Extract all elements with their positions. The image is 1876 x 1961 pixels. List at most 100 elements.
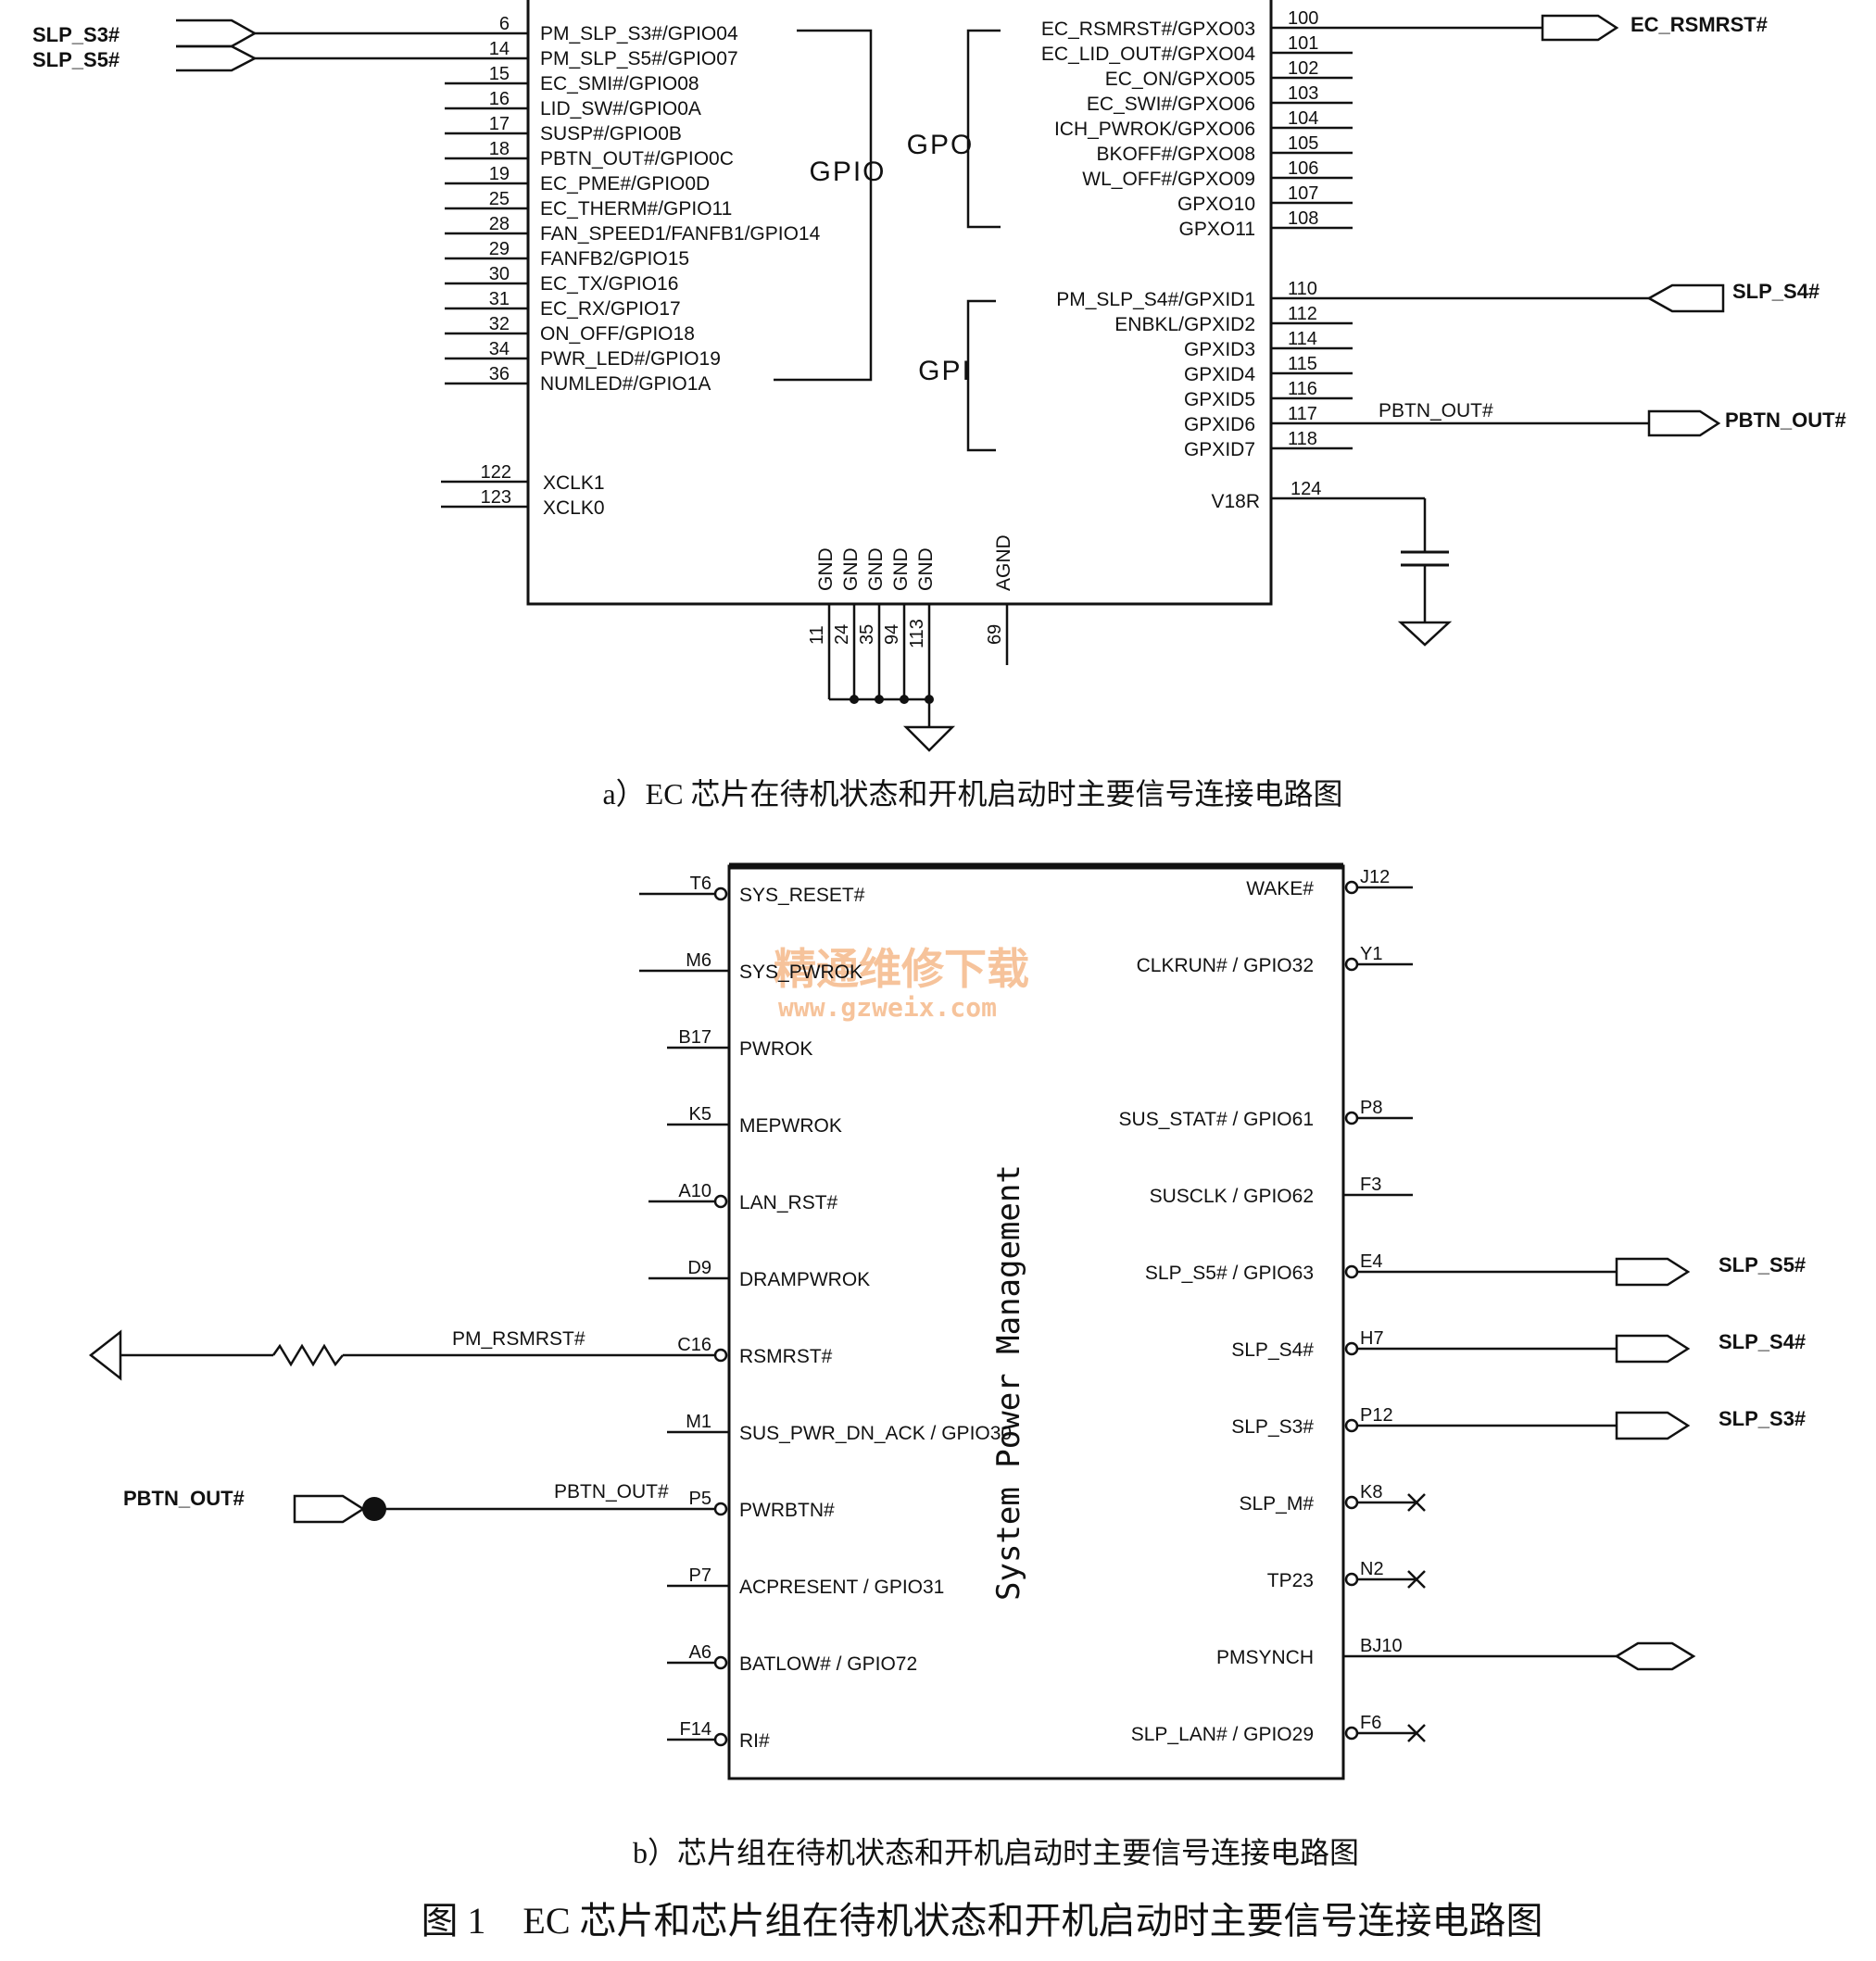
ball-number: P5 bbox=[689, 1489, 711, 1509]
pin-name: GPXO10 bbox=[1177, 194, 1255, 215]
pin-name: NUMLED#/GPIO1A bbox=[540, 373, 711, 395]
ball-number: K8 bbox=[1360, 1482, 1382, 1502]
no-connect-mark bbox=[1407, 1570, 1426, 1589]
net-label: PBTN_OUT# bbox=[554, 1481, 669, 1502]
active-low-bubble bbox=[1344, 1726, 1359, 1741]
pin-number: 123 bbox=[481, 487, 511, 508]
chipset-right-pins: J12 WAKE# Y1 CLKRUN# / GPIO32 P8 SUS_STA… bbox=[1119, 867, 1617, 1745]
pin-number: 104 bbox=[1288, 108, 1318, 129]
ball-number: A6 bbox=[689, 1642, 711, 1663]
ground-symbol bbox=[902, 725, 956, 752]
pin-name: SLP_S5# / GPIO63 bbox=[1145, 1263, 1314, 1284]
pin-name: DRAMPWROK bbox=[739, 1269, 870, 1290]
active-low-bubble bbox=[1344, 880, 1359, 895]
port-arrow bbox=[293, 1494, 366, 1524]
pin-name: MEPWROK bbox=[739, 1115, 842, 1137]
pin-name: EC_SMI#/GPIO08 bbox=[540, 73, 699, 94]
port-arrow bbox=[1647, 409, 1721, 437]
ball-number: T6 bbox=[690, 874, 711, 894]
pin-number: 115 bbox=[1288, 354, 1317, 374]
pin-number: 117 bbox=[1288, 404, 1317, 424]
ec-left-pins: 6 PM_SLP_S3#/GPIO04 14 PM_SLP_S5#/GPIO07… bbox=[445, 14, 821, 395]
ball-number: M6 bbox=[686, 950, 711, 971]
pin-name: SYS_PWROK bbox=[739, 962, 862, 983]
pin-name: SUSP#/GPIO0B bbox=[540, 123, 682, 145]
diagram-a-caption: a）EC 芯片在待机状态和开机启动时主要信号连接电路图 bbox=[602, 777, 1342, 811]
gpo-group-label: GPO bbox=[907, 130, 975, 160]
no-connect-mark bbox=[1407, 1724, 1426, 1742]
pin-name: RI# bbox=[739, 1730, 770, 1752]
pin-name: PWR_LED#/GPIO19 bbox=[540, 348, 721, 370]
active-low-bubble bbox=[1344, 1111, 1359, 1125]
ball-number: C16 bbox=[677, 1335, 711, 1355]
gpio-group-label: GPIO bbox=[809, 157, 886, 187]
gpi-bracket bbox=[966, 299, 996, 452]
pin-name: FAN_SPEED1/FANFB1/GPIO14 bbox=[540, 223, 821, 245]
figure-caption: 图 1 EC 芯片和芯片组在待机状态和开机启动时主要信号连接电路图 bbox=[421, 1900, 1542, 1942]
pin-number: 113 bbox=[907, 619, 927, 648]
pin-name: WL_OFF#/GPXO09 bbox=[1082, 169, 1255, 190]
pin-number: 24 bbox=[832, 624, 852, 645]
active-low-bubble bbox=[713, 1732, 728, 1747]
resistor bbox=[271, 1343, 344, 1367]
net-label: PM_RSMRST# bbox=[452, 1328, 585, 1350]
port-arrow bbox=[1615, 1411, 1691, 1440]
ball-number: E4 bbox=[1360, 1251, 1382, 1272]
pin-name: EC_SWI#/GPXO06 bbox=[1087, 94, 1255, 115]
pin-name: WAKE# bbox=[1246, 878, 1314, 899]
watermark-url: www.gzweix.com bbox=[778, 992, 997, 1023]
pin-name: EC_PME#/GPIO0D bbox=[540, 173, 710, 195]
pm-rsmrst-circuit: PM_RSMRST# bbox=[88, 1328, 585, 1381]
ball-number: N2 bbox=[1360, 1559, 1384, 1579]
ec-gpi-pins: 110 PM_SLP_S4#/GPXID1 112 ENBKL/GPXID2 1… bbox=[1056, 279, 1353, 460]
pin-number: 17 bbox=[489, 114, 510, 134]
active-low-bubble bbox=[713, 1502, 728, 1516]
gnd-label: GND bbox=[840, 547, 862, 591]
pin-name: PMSYNCH bbox=[1216, 1647, 1314, 1668]
ball-number: Y1 bbox=[1360, 944, 1382, 964]
pin-number: 11 bbox=[807, 625, 827, 645]
slp-s3-label: SLP_S3# bbox=[32, 23, 120, 46]
pin-name: ICH_PWROK/GPXO06 bbox=[1054, 119, 1255, 140]
pbtn-out-port-a: PBTN_OUT# PBTN_OUT# bbox=[1353, 400, 1846, 437]
net-label: PBTN_OUT# bbox=[1379, 400, 1493, 421]
pin-number: 110 bbox=[1288, 279, 1317, 299]
pin-number: 101 bbox=[1288, 33, 1318, 54]
ball-number: P12 bbox=[1360, 1405, 1393, 1426]
ball-number: D9 bbox=[687, 1258, 711, 1278]
pin-number: 30 bbox=[489, 264, 510, 284]
junction-dot bbox=[900, 695, 909, 704]
pin-number: 100 bbox=[1288, 8, 1318, 29]
ball-number: M1 bbox=[686, 1412, 711, 1432]
slp-s5-label: SLP_S5# bbox=[1719, 1253, 1806, 1276]
pin-name: PWROK bbox=[739, 1038, 812, 1060]
gnd-label: GND bbox=[890, 547, 912, 591]
no-connect-mark bbox=[1407, 1493, 1426, 1512]
port-arrow bbox=[1615, 1257, 1691, 1287]
junction-dot bbox=[875, 695, 884, 704]
block-title: System Power Management bbox=[990, 1164, 1027, 1601]
pin-name: XCLK1 bbox=[543, 472, 605, 494]
pin-name: PWRBTN# bbox=[739, 1500, 835, 1521]
pin-name: EC_RX/GPIO17 bbox=[540, 298, 681, 320]
port-arrow bbox=[176, 19, 258, 48]
ec-ground-pins: GND GND GND GND GND AGND 11 24 35 94 113… bbox=[807, 534, 1014, 752]
pin-name: GPXID7 bbox=[1184, 439, 1255, 460]
pin-number: 19 bbox=[489, 164, 510, 184]
pin-number: 108 bbox=[1288, 208, 1318, 229]
ec-chip-body bbox=[526, 0, 1273, 606]
ec-chip-diagram: 6 PM_SLP_S3#/GPIO04 14 PM_SLP_S5#/GPIO07… bbox=[32, 0, 1846, 811]
pin-number: 114 bbox=[1288, 329, 1317, 349]
pin-name: EC_TX/GPIO16 bbox=[540, 273, 678, 295]
pin-name: PBTN_OUT#/GPIO0C bbox=[540, 148, 734, 170]
active-low-bubble bbox=[1344, 1495, 1359, 1510]
gpo-bracket bbox=[966, 29, 1001, 229]
pin-number: 105 bbox=[1288, 133, 1318, 154]
port-arrow bbox=[176, 44, 258, 72]
pin-number: 118 bbox=[1288, 429, 1317, 449]
pin-name: SLP_M# bbox=[1239, 1493, 1314, 1515]
pin-name: BKOFF#/GPXO08 bbox=[1096, 144, 1255, 165]
ec-rsmrst-port: EC_RSMRST# bbox=[1353, 13, 1768, 42]
gnd-label: GND bbox=[915, 547, 937, 591]
pin-name: GPXID4 bbox=[1184, 364, 1255, 385]
